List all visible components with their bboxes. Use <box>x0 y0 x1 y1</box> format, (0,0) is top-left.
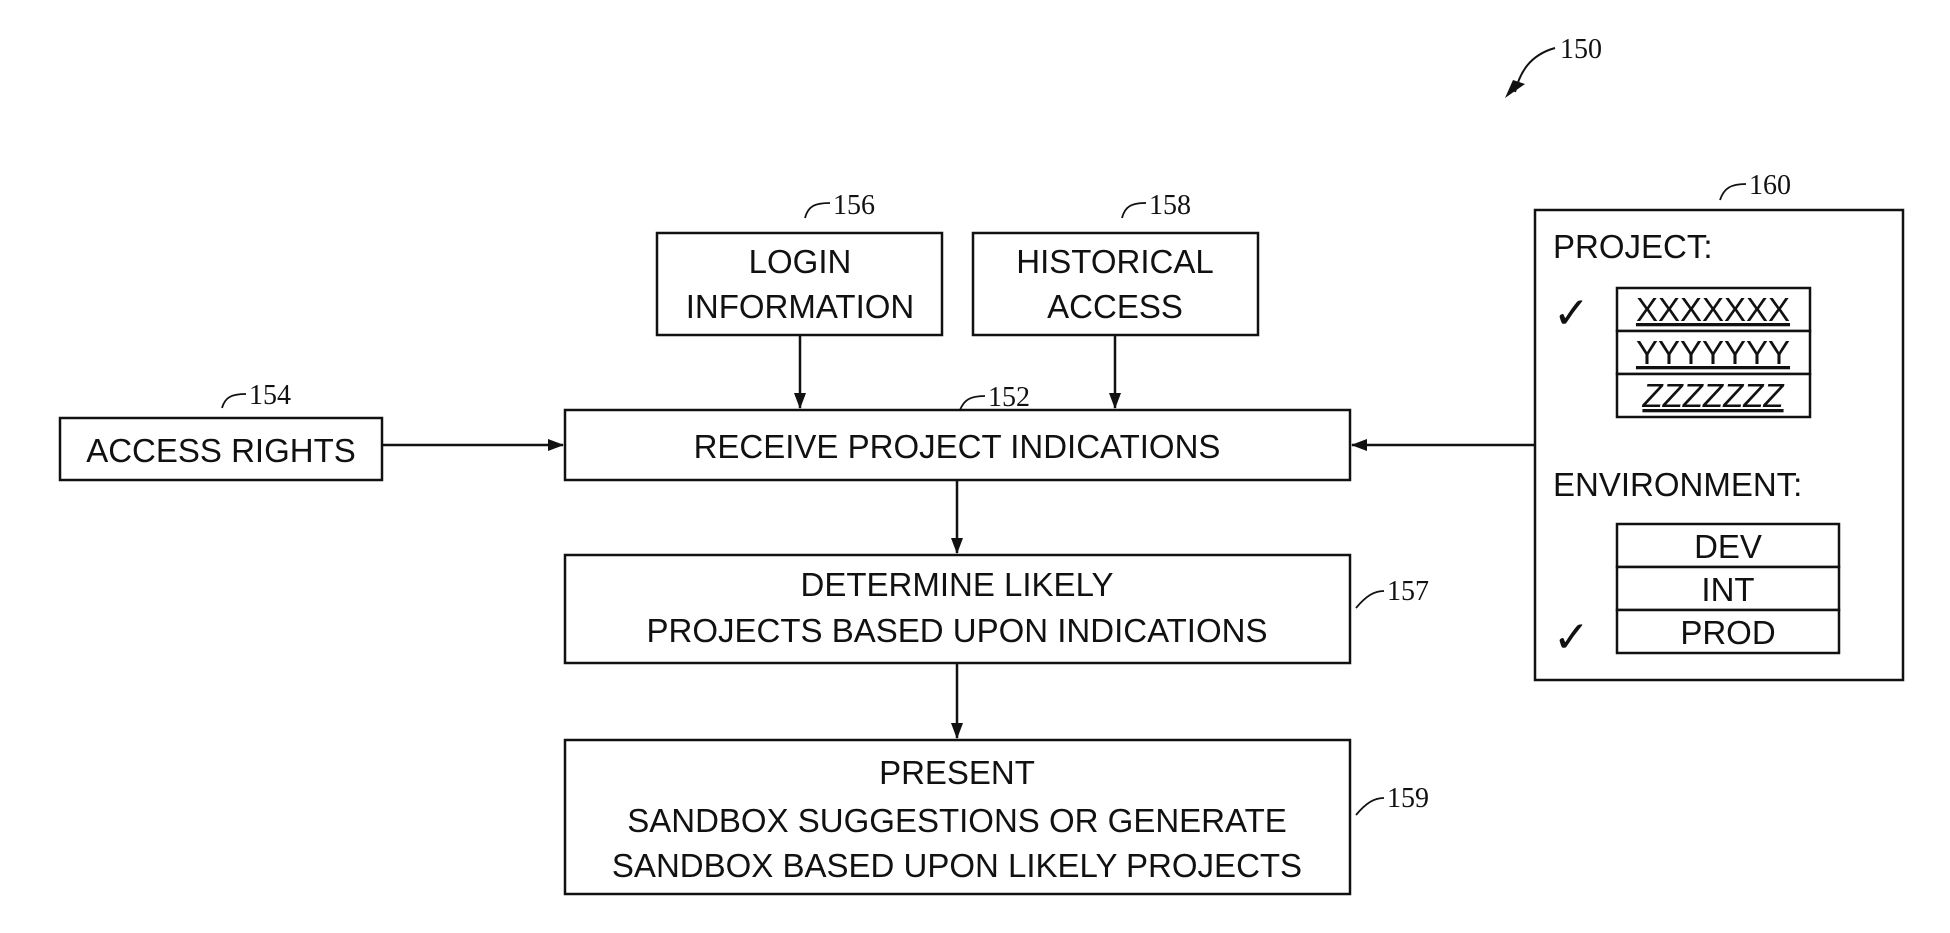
receive-project-indications-box: RECEIVE PROJECT INDICATIONS 152 <box>563 382 1352 482</box>
present-sandbox-frame <box>563 738 1352 896</box>
determine-likely-projects-line-2: PROJECTS BASED UPON INDICATIONS <box>647 612 1268 649</box>
project-option-xxxxxxx-label: XXXXXXX <box>1636 291 1790 328</box>
environment-option-prod[interactable] <box>1615 608 1841 655</box>
access-rights-ref-leader <box>221 393 247 409</box>
environment-option-dev[interactable] <box>1615 522 1841 569</box>
environment-label: ENVIRONMENT: <box>1553 466 1802 503</box>
present-sandbox-box: PRESENT SANDBOX SUGGESTIONS OR GENERATE … <box>563 738 1429 896</box>
determine-likely-projects-ref: 157 <box>1387 576 1429 607</box>
receive-project-indications-frame <box>563 408 1352 482</box>
selection-panel-ref-leader <box>1719 183 1747 201</box>
login-information-box: LOGIN INFORMATION 156 <box>655 190 944 337</box>
figure-ref-arrow <box>1505 80 1525 98</box>
present-sandbox-line-3: SANDBOX BASED UPON LIKELY PROJECTS <box>612 847 1302 884</box>
present-sandbox-ref-leader <box>1355 797 1385 816</box>
login-information-line-2: INFORMATION <box>686 288 915 325</box>
receive-project-indications-ref: 152 <box>988 382 1030 413</box>
receive-project-indications-label: RECEIVE PROJECT INDICATIONS <box>694 428 1221 465</box>
login-information-ref: 156 <box>833 190 875 221</box>
project-label: PROJECT: <box>1553 228 1713 265</box>
access-rights-frame <box>58 416 384 482</box>
environment-option-int[interactable] <box>1615 565 1841 612</box>
historical-access-ref: 158 <box>1149 190 1191 221</box>
environment-list: DEV INT PROD <box>1615 522 1841 655</box>
present-sandbox-line-2: SANDBOX SUGGESTIONS OR GENERATE <box>627 802 1287 839</box>
environment-option-prod-label: PROD <box>1680 614 1775 651</box>
figure-ref-number: 150 <box>1560 34 1602 65</box>
historical-access-ref-leader <box>1121 202 1147 219</box>
selection-panel-ref: 160 <box>1749 170 1791 201</box>
environment-option-dev-label: DEV <box>1694 528 1762 565</box>
login-information-line-1: LOGIN <box>749 243 852 280</box>
project-option-zzzzzzz-label: ZZZZZZZ <box>1641 377 1785 414</box>
historical-access-frame <box>971 231 1260 337</box>
determine-likely-projects-box: DETERMINE LIKELY PROJECTS BASED UPON IND… <box>563 553 1429 665</box>
access-rights-label: ACCESS RIGHTS <box>86 432 356 469</box>
present-sandbox-line-1: PRESENT <box>879 754 1035 791</box>
determine-likely-projects-ref-leader <box>1355 590 1385 609</box>
receive-project-indications-ref-leader <box>959 395 986 411</box>
access-rights-ref: 154 <box>249 380 291 411</box>
historical-access-line-2: ACCESS <box>1047 288 1183 325</box>
historical-access-box: HISTORICAL ACCESS 158 <box>971 190 1260 337</box>
project-option-zzzzzzz[interactable] <box>1615 372 1812 419</box>
access-rights-box: ACCESS RIGHTS 154 <box>58 380 384 482</box>
project-check-icon: ✓ <box>1553 289 1590 338</box>
project-option-xxxxxxx[interactable] <box>1615 286 1812 333</box>
environment-option-int-label: INT <box>1701 571 1754 608</box>
determine-likely-projects-frame <box>563 553 1352 665</box>
determine-likely-projects-line-1: DETERMINE LIKELY <box>801 566 1114 603</box>
figure-reference: 150 <box>1505 34 1602 98</box>
selection-panel: 160 PROJECT: XXXXXXX YYYYYYY ZZZZZZZ ✓ E… <box>1533 170 1905 682</box>
login-information-ref-leader <box>804 202 831 219</box>
project-list: XXXXXXX YYYYYYY ZZZZZZZ <box>1615 286 1812 419</box>
project-option-yyyyyyy-label: YYYYYYY <box>1636 334 1790 371</box>
historical-access-line-1: HISTORICAL <box>1016 243 1213 280</box>
present-sandbox-ref: 159 <box>1387 783 1429 814</box>
project-option-yyyyyyy[interactable] <box>1615 329 1812 376</box>
environment-check-icon: ✓ <box>1553 613 1590 662</box>
flow-arrows <box>382 335 1535 739</box>
